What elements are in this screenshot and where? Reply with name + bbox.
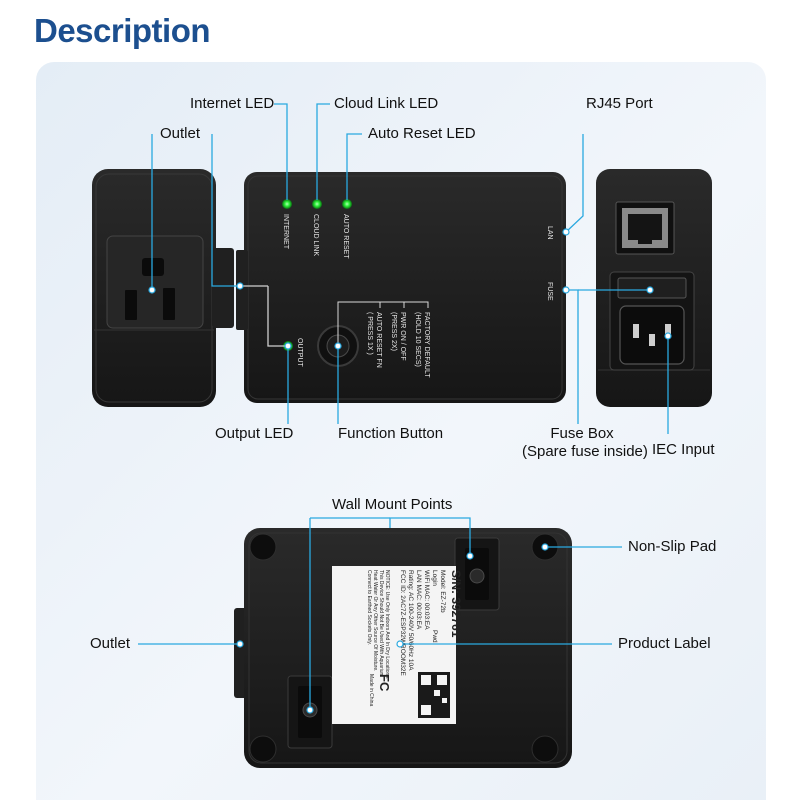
auto-reset-fn-label: AUTO RESET FN <box>375 312 382 368</box>
auto-reset-led-light <box>342 199 352 209</box>
wall-mount-points-label: Wall Mount Points <box>332 496 453 513</box>
iec-input-label: IEC Input <box>652 441 715 458</box>
page-title: Description <box>34 12 211 49</box>
factory-default-hold-label: (HOLD 10 SECS) <box>414 312 421 367</box>
fuse-device-label: FUSE <box>546 282 553 301</box>
sticker-notice-4: Connect to Earthed Sockets Only. <box>366 570 372 645</box>
outlet-slot-right <box>163 288 175 320</box>
pwr-press-label: (PRESS 2X) <box>390 312 397 351</box>
sticker-model: Model: EZ-72b <box>439 570 446 613</box>
sticker-lan-mac: LAN MAC: 00:03:EA <box>415 570 422 630</box>
sticker-pwd: Pwd <box>431 630 438 643</box>
internet-led-label: Internet LED <box>190 95 275 112</box>
factory-default-label: FACTORY DEFAULT <box>423 312 430 378</box>
outlet-top-label: Outlet <box>160 125 201 142</box>
cloud-link-led-light <box>312 199 322 209</box>
non-slip-pad <box>531 735 559 763</box>
auto-reset-led-label: Auto Reset LED <box>368 125 476 142</box>
sticker-wifi-mac: WiFi MAC: 00:03:EA <box>423 570 430 630</box>
non-slip-pad <box>249 735 277 763</box>
internet-device-label: INTERNET <box>282 214 289 250</box>
outlet-ground-slot <box>142 258 164 276</box>
outlet-bottom-label: Outlet <box>90 635 131 652</box>
sticker-fc-mark: FC <box>377 674 392 692</box>
sticker-notice-2: This Device Should Not Be Used With Aqua… <box>378 570 384 677</box>
outlet-slot-left <box>125 290 137 320</box>
auto-reset-press-label: ( PRESS 1X ) <box>366 312 373 355</box>
front-view: INTERNET CLOUD LINK AUTO RESET OUTPUT FA… <box>236 172 566 403</box>
fuse-box-note: (Spare fuse inside) <box>522 443 648 460</box>
non-slip-pad-label: Non-Slip Pad <box>628 538 717 555</box>
bottom-view: S/N: 392761 Model: EZ-72b Login Pwd WiFi… <box>234 528 572 768</box>
cloud-link-device-label: CLOUD LINK <box>312 214 319 256</box>
rj45-port-label: RJ45 Port <box>586 95 653 112</box>
fuse-box-label: Fuse Box (Spare fuse inside) <box>522 425 648 461</box>
pwr-on-off-label: PWR ON / OFF <box>399 312 406 361</box>
non-slip-pad <box>249 533 277 561</box>
sticker-sn: S/N: 392761 <box>449 570 463 638</box>
product-label-callout: Product Label <box>618 635 711 652</box>
side-view-outlet <box>92 169 234 407</box>
cloud-link-led-label: Cloud Link LED <box>334 95 439 112</box>
sticker-rating: Rating: AC 100-240V 50/60Hz 10A <box>407 570 414 671</box>
internet-led-light <box>282 199 292 209</box>
qr-code <box>418 672 450 718</box>
callout-lines <box>138 103 669 710</box>
callout-dots <box>148 228 672 714</box>
side-view-power <box>596 169 712 407</box>
lan-device-label: LAN <box>546 226 553 240</box>
rj45-port-socket <box>628 214 662 240</box>
sticker-made-in: Made in China <box>368 674 374 706</box>
function-button-label: Function Button <box>338 425 444 442</box>
sticker-notice-3: Heat Water Or Any Other Source Of Moistu… <box>372 570 378 672</box>
sticker-notice-1: NOTICE: Use Only Indoors And In Dry Loca… <box>384 570 390 679</box>
auto-reset-device-label: AUTO RESET <box>342 214 349 259</box>
fuse-box-title: Fuse Box <box>550 425 614 442</box>
sticker-login: Login <box>431 570 438 586</box>
output-led-label: Output LED <box>215 425 294 442</box>
output-device-label: OUTPUT <box>296 338 303 368</box>
sticker-fcc-id: FCC ID: 2AC7Z-ESP32WROOM32E <box>399 570 406 676</box>
